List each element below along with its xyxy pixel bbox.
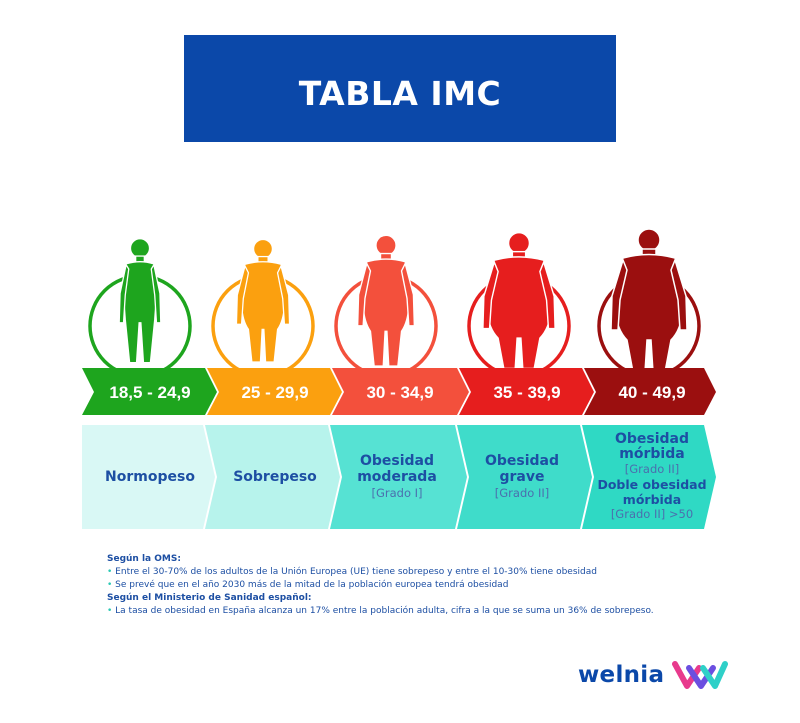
notes-oms-bullet: Se prevé que en el año 2030 más de la mi… bbox=[107, 579, 747, 592]
range-arrow-4 bbox=[459, 368, 594, 415]
category-sobrepeso: Sobrepeso bbox=[220, 425, 330, 529]
range-arrow-1 bbox=[82, 368, 217, 415]
category-obesidad-moderada: Obesidad moderada [Grado I] bbox=[344, 425, 450, 529]
notes-ministerio-bullet: La tasa de obesidad en España alcanza un… bbox=[107, 605, 747, 618]
bmi-diagram: 18,5 - 24,9 25 - 29,9 30 - 34,9 35 - 39,… bbox=[82, 228, 716, 529]
range-arrow-5 bbox=[584, 368, 716, 415]
range-arrow-2 bbox=[207, 368, 342, 415]
body-figure-normal bbox=[118, 237, 162, 364]
range-arrow-3 bbox=[332, 368, 469, 415]
category-arrow-2 bbox=[205, 425, 340, 529]
range-label-2: 25 - 29,9 bbox=[241, 383, 308, 402]
body-figure-obese-severe bbox=[482, 231, 556, 370]
body-figure-obese-morbid bbox=[610, 228, 688, 373]
category-label: Obesidad mórbida bbox=[614, 431, 690, 462]
category-normopeso: Normopeso bbox=[95, 425, 205, 529]
brand-name: welnia bbox=[578, 662, 665, 688]
title-banner: TABLA IMC bbox=[184, 35, 616, 142]
body-figure-obese-moderate bbox=[356, 234, 416, 367]
category-arrow-1 bbox=[82, 425, 215, 529]
category-obesidad-morbida: Obesidad mórbida [Grado II] Doble obesid… bbox=[596, 425, 708, 529]
category-grade: [Grado II] bbox=[624, 462, 680, 476]
category-label: Obesidad moderada bbox=[357, 453, 437, 485]
welnia-w-logo-icon bbox=[672, 661, 729, 689]
range-label-5: 40 - 49,9 bbox=[618, 383, 685, 402]
notes-oms-bullet: Entre el 30-70% de los adultos de la Uni… bbox=[107, 566, 747, 579]
range-label-4: 35 - 39,9 bbox=[493, 383, 560, 402]
brand: welnia bbox=[578, 659, 729, 691]
category-label: Obesidad grave bbox=[484, 453, 560, 485]
notes-oms-heading: Según la OMS: bbox=[107, 554, 181, 564]
category-grade: [Grado I] bbox=[371, 486, 423, 500]
category-label: Sobrepeso bbox=[233, 469, 317, 485]
category-obesidad-grave: Obesidad grave [Grado II] bbox=[472, 425, 572, 529]
category-arrow-5 bbox=[582, 425, 716, 529]
category-grade-secondary: [Grado II] >50 bbox=[610, 507, 694, 521]
body-figure-overweight bbox=[235, 238, 291, 363]
range-label-3: 30 - 34,9 bbox=[366, 383, 433, 402]
category-arrow-3 bbox=[330, 425, 467, 529]
category-label-secondary: Doble obesidad mórbida bbox=[597, 477, 707, 507]
category-label: Normopeso bbox=[105, 469, 195, 485]
page-title: TABLA IMC bbox=[298, 74, 502, 113]
range-label-1: 18,5 - 24,9 bbox=[109, 383, 190, 402]
category-grade: [Grado II] bbox=[494, 486, 550, 500]
notes-ministerio-heading: Según el Ministerio de Sanidad español: bbox=[107, 593, 312, 603]
category-arrow-4 bbox=[457, 425, 592, 529]
notes-section: Según la OMS: Entre el 30-70% de los adu… bbox=[107, 553, 747, 618]
